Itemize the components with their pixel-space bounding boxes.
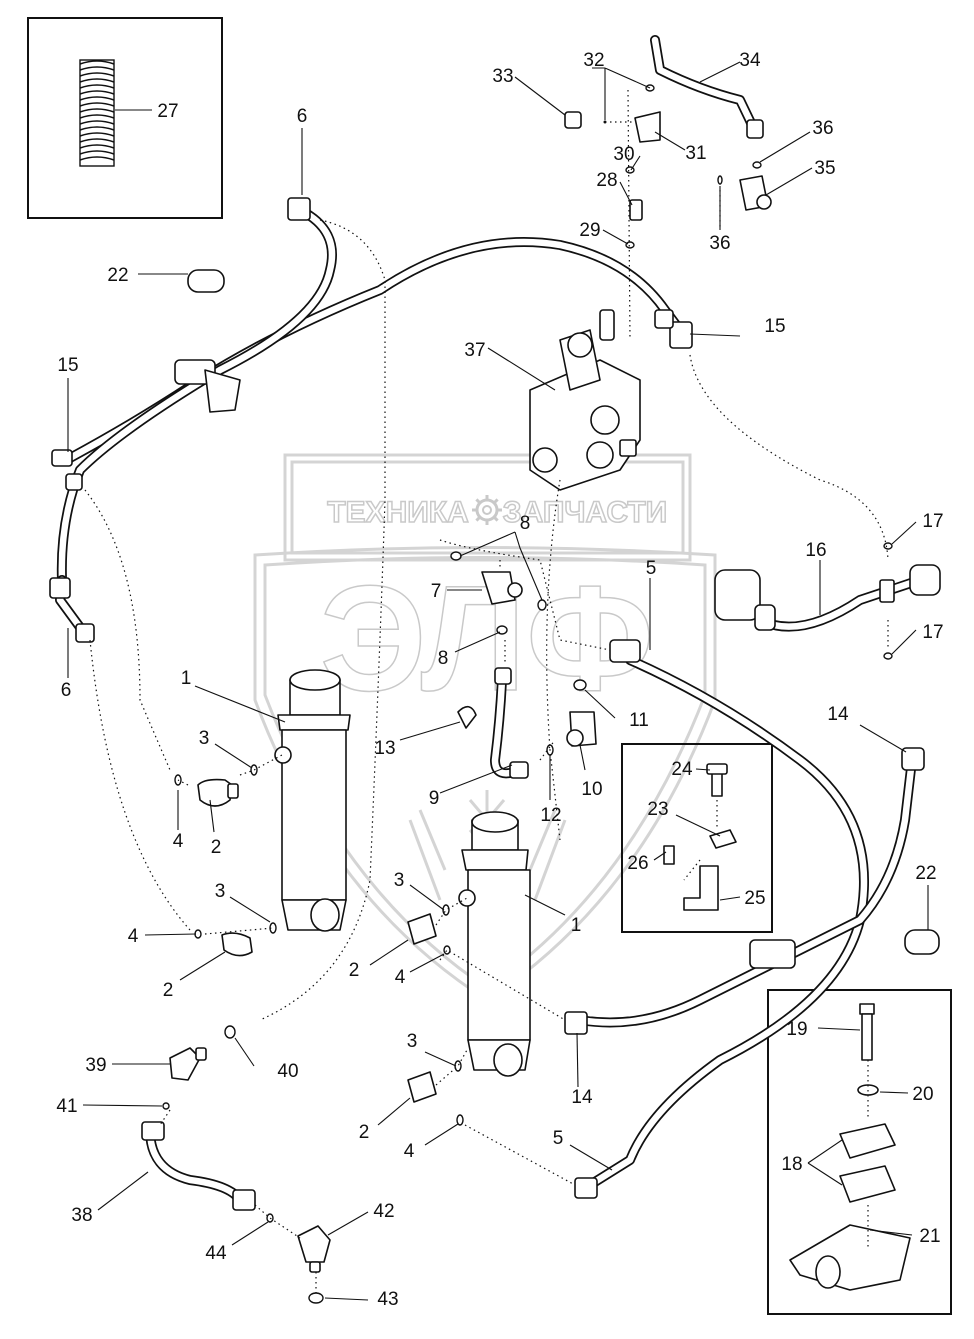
elbow-42 <box>297 1225 331 1263</box>
callout-35: 35 <box>814 158 835 179</box>
bolt-19 <box>859 1003 875 1015</box>
callout-12: 12 <box>540 805 561 826</box>
callout-23: 23 <box>647 799 668 820</box>
callout-34: 34 <box>739 50 761 71</box>
callout-42: 42 <box>373 1201 394 1222</box>
inset-box-23-26 <box>621 743 773 933</box>
callout-14: 14 <box>571 1087 593 1108</box>
callout-37: 37 <box>464 340 485 361</box>
callout-22: 22 <box>915 863 936 884</box>
callout-4: 4 <box>173 831 184 852</box>
tee-7 <box>481 571 516 605</box>
callout-15: 15 <box>57 355 78 376</box>
callout-labels: 27 6 22 15 6 1 3 4 2 3 4 2 3 2 4 3 2 4 1… <box>56 50 943 1310</box>
callout-43: 43 <box>377 1289 398 1310</box>
callout-39: 39 <box>85 1055 106 1076</box>
callout-13: 13 <box>374 738 395 759</box>
callout-36: 36 <box>709 233 730 254</box>
screw-26 <box>663 845 675 865</box>
inset-box-27 <box>27 17 223 219</box>
hose-fittings <box>49 119 941 1211</box>
elbow-2-c <box>407 913 437 945</box>
callout-15: 15 <box>764 316 785 337</box>
callout-3: 3 <box>215 881 226 902</box>
callout-26: 26 <box>627 853 648 874</box>
assembly-lines <box>84 89 889 1295</box>
callout-9: 9 <box>429 788 440 809</box>
elbow-2-a <box>197 778 233 807</box>
callout-5: 5 <box>646 558 657 579</box>
callout-8: 8 <box>520 513 531 534</box>
o-rings <box>162 84 893 1304</box>
callout-40: 40 <box>277 1061 298 1082</box>
watermark-text-left: ТЕХНИКА <box>327 496 469 529</box>
callout-28: 28 <box>596 170 617 191</box>
control-valve-37 <box>529 309 641 491</box>
callout-24: 24 <box>671 759 693 780</box>
callout-1: 1 <box>571 915 582 936</box>
hoses <box>55 35 925 1205</box>
callout-41: 41 <box>56 1096 77 1117</box>
callout-16: 16 <box>805 540 826 561</box>
gear-icon <box>472 495 502 525</box>
inset-box-18-21 <box>767 989 952 1315</box>
small-fittings <box>169 111 911 1291</box>
callout-2: 2 <box>163 980 174 1001</box>
callout-17: 17 <box>922 511 943 532</box>
callout-18: 18 <box>781 1154 802 1175</box>
elbow-2-d <box>407 1071 437 1103</box>
callout-2: 2 <box>211 837 222 858</box>
callout-20: 20 <box>912 1084 933 1105</box>
callout-2: 2 <box>349 960 360 981</box>
callout-5: 5 <box>553 1128 564 1149</box>
bracket-25 <box>683 865 719 911</box>
watermark-text-right: ЗАПЧАСТИ <box>503 496 667 529</box>
callout-21: 21 <box>919 1226 940 1247</box>
tee-31 <box>634 111 661 143</box>
callout-3: 3 <box>394 870 405 891</box>
callout-38: 38 <box>71 1205 92 1226</box>
callout-4: 4 <box>128 926 139 947</box>
hose-clamps <box>174 269 940 969</box>
callout-33: 33 <box>492 66 513 87</box>
block-18-top <box>839 1123 896 1159</box>
block-18-bottom <box>839 1165 896 1203</box>
callout-19: 19 <box>786 1019 807 1040</box>
callout-2: 2 <box>359 1122 370 1143</box>
callout-6: 6 <box>297 106 308 127</box>
callout-14: 14 <box>827 704 849 725</box>
cap-33 <box>564 111 582 129</box>
leader-lines <box>67 61 929 1301</box>
callout-30: 30 <box>613 144 634 165</box>
callout-11: 11 <box>629 710 649 731</box>
callout-31: 31 <box>685 143 706 164</box>
clip-13 <box>457 705 477 729</box>
callout-3: 3 <box>407 1031 418 1052</box>
callout-32: 32 <box>583 50 604 71</box>
hydraulic-cylinder-left <box>274 669 351 932</box>
callout-29: 29 <box>579 220 600 241</box>
callout-1: 1 <box>181 668 192 689</box>
callout-4: 4 <box>395 967 406 988</box>
callout-8: 8 <box>438 648 449 669</box>
callout-36: 36 <box>812 118 833 139</box>
spring-part-27 <box>79 59 115 167</box>
callout-10: 10 <box>581 779 602 800</box>
elbow-39 <box>169 1047 201 1081</box>
callout-27: 27 <box>157 101 178 122</box>
callout-6: 6 <box>61 680 72 701</box>
callout-3: 3 <box>199 728 210 749</box>
callout-4: 4 <box>404 1141 415 1162</box>
bracket-21 <box>789 1224 911 1291</box>
callout-44: 44 <box>205 1243 227 1264</box>
callout-7: 7 <box>431 581 442 602</box>
callout-25: 25 <box>744 888 765 909</box>
callout-17: 17 <box>922 622 943 643</box>
elbow-2-b <box>221 932 253 957</box>
callout-22: 22 <box>107 265 128 286</box>
adapter-28 <box>629 199 643 221</box>
hydraulic-cylinder-right <box>458 811 531 1077</box>
